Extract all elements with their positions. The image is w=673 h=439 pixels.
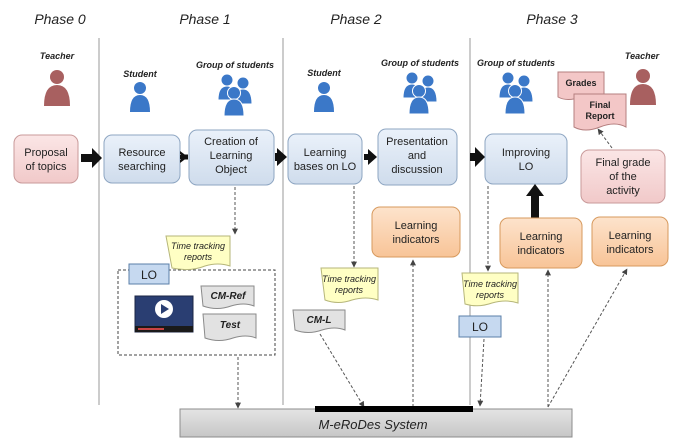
time-tracking-text: reports (184, 252, 213, 262)
final-report-document (573, 93, 627, 131)
flow-arrows (81, 147, 544, 218)
box-text: indicators (606, 244, 654, 256)
teacher-icon (630, 69, 656, 105)
phase-0-heading: Phase 0 (34, 11, 86, 27)
box-text: and (408, 150, 426, 162)
box-text: searching (118, 161, 166, 173)
box-text: bases on LO (294, 161, 357, 173)
phase-1-heading: Phase 1 (179, 11, 230, 27)
box-text: Learning (609, 230, 652, 242)
group-of-students-label: Group of students (381, 58, 459, 68)
box-text: activity (606, 185, 640, 197)
resource-searching-box (103, 134, 181, 184)
flow-arrow (81, 148, 102, 168)
phase-separators (98, 38, 471, 405)
time-tracking-note (461, 272, 519, 307)
flow-arrow (364, 149, 377, 165)
group-of-students-icon (402, 71, 438, 115)
box-text: Presentation (386, 136, 448, 148)
improving-lo-box (484, 133, 568, 185)
dashed-connector (547, 268, 628, 408)
lo-tag (128, 263, 170, 285)
cm-l-label: CM-L (307, 315, 332, 326)
dashed-connectors (232, 128, 628, 409)
lo-tag-label: LO (472, 320, 488, 334)
flow-arrow (470, 147, 485, 167)
box-text: discussion (391, 164, 442, 176)
learning-indicators-box (591, 216, 669, 267)
student-icon (314, 82, 334, 112)
time-tracking-text: reports (335, 285, 364, 295)
student-label: Student (307, 68, 341, 78)
phase-2-heading: Phase 2 (330, 11, 382, 27)
box-text: Final grade (595, 157, 650, 169)
box-text: of topics (26, 161, 67, 173)
box-text: Object (215, 164, 247, 176)
up-arrow (526, 184, 544, 218)
system-highlight-bar (315, 406, 473, 412)
time-tracking-note (165, 235, 231, 271)
creation-of-learning-object-box (188, 129, 275, 186)
lo-tag (458, 315, 502, 338)
box-text: Learning (395, 220, 438, 232)
video-thumbnail (134, 295, 194, 333)
group-of-students-icon (217, 73, 253, 117)
group-of-students-label: Group of students (477, 58, 555, 68)
box-text: indicators (392, 234, 440, 246)
lo-tag-label: LO (141, 268, 157, 282)
teacher-label: Teacher (625, 51, 660, 61)
box-text: indicators (517, 245, 565, 257)
box-text: of the (609, 171, 637, 183)
box-text: Creation of (204, 136, 259, 148)
box-text: Learning (520, 231, 563, 243)
final-grade-box (580, 149, 666, 204)
group-of-students-icon (498, 71, 534, 115)
box-text: LO (519, 161, 534, 173)
box-text: Learning (210, 150, 253, 162)
cm-l-document (292, 309, 346, 333)
box-text: Resource (118, 147, 165, 159)
learning-indicators-box (499, 217, 583, 269)
teacher-icon (44, 70, 70, 106)
presentation-discussion-box (377, 128, 458, 186)
box-text: Learning (304, 147, 347, 159)
flow-arrow (275, 148, 287, 166)
time-tracking-text: Time tracking (171, 241, 225, 251)
dashed-connector (597, 128, 613, 149)
system-label: M-eRoDes System (318, 417, 427, 432)
cm-ref-document (200, 285, 255, 309)
box-text: Improving (502, 147, 550, 159)
dashed-connector (319, 333, 365, 408)
lo-resources-frame (117, 269, 276, 356)
test-label: Test (220, 320, 241, 331)
time-tracking-text: Time tracking (463, 279, 517, 289)
student-label: Student (123, 69, 157, 79)
group-of-students-label: Group of students (196, 60, 274, 70)
dashed-connector (477, 338, 485, 407)
test-document (202, 313, 257, 341)
proposal-of-topics-box (13, 134, 79, 184)
time-tracking-note (320, 267, 379, 303)
time-tracking-text: Time tracking (322, 274, 376, 284)
final-report-label: Final (589, 100, 610, 110)
learning-indicators-box (371, 206, 461, 258)
learning-bases-box (287, 133, 363, 185)
time-tracking-text: reports (476, 290, 505, 300)
final-report-label: Report (586, 111, 615, 121)
student-icon (130, 82, 150, 112)
teacher-label: Teacher (40, 51, 75, 61)
box-text: Proposal (24, 147, 67, 159)
phase-3-heading: Phase 3 (526, 11, 578, 27)
cm-ref-label: CM-Ref (211, 291, 248, 302)
grades-label: Grades (565, 78, 596, 88)
